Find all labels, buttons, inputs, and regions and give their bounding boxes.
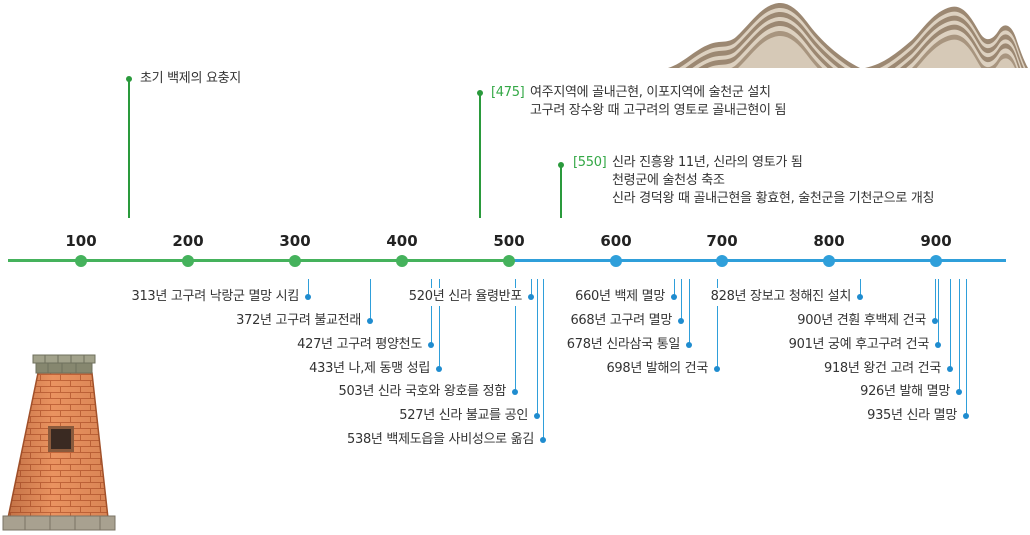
tick-dot — [503, 255, 515, 267]
lower-event-text: 433년 나,제 동맹 성립 — [307, 360, 430, 378]
lower-event-dot — [935, 342, 941, 348]
lower-event-text: 503년 신라 국호와 왕호를 정함 — [336, 383, 506, 401]
lower-event-line — [950, 279, 951, 369]
lower-event-dot — [367, 318, 373, 324]
lower-event-line — [959, 279, 960, 392]
upper-event-line — [560, 165, 562, 218]
tick-label: 100 — [51, 231, 111, 251]
tick-dot — [716, 255, 728, 267]
tick-dot — [289, 255, 301, 267]
lower-event-line — [938, 279, 939, 345]
tick-label: 900 — [906, 231, 966, 251]
lower-event-line — [370, 279, 371, 321]
upper-event-text: 천령군에 술천성 축조 — [612, 172, 725, 190]
brick-tower-illustration — [0, 350, 120, 535]
lower-event-line — [543, 279, 544, 440]
lower-event-text: 935년 신라 멸망 — [865, 407, 957, 425]
lower-event-line — [966, 279, 967, 416]
tick-label: 700 — [692, 231, 752, 251]
lower-event-text: 313년 고구려 낙랑군 멸망 시킴 — [129, 288, 299, 306]
tick-label: 300 — [265, 231, 325, 251]
lower-event-dot — [678, 318, 684, 324]
upper-event-line — [128, 79, 130, 218]
tick-dot — [823, 255, 835, 267]
lower-event-text: 372년 고구려 불교전래 — [234, 312, 361, 330]
lower-event-dot — [686, 342, 692, 348]
lower-event-text: 698년 발해의 건국 — [604, 360, 708, 378]
lower-event-line — [681, 279, 682, 321]
lower-event-line — [689, 279, 690, 345]
lower-event-text: 828년 장보고 청해진 설치 — [709, 288, 851, 306]
tower-cap — [33, 355, 95, 373]
lower-event-dot — [956, 389, 962, 395]
upper-event-year-tag: [550] — [573, 154, 606, 172]
lower-event-text: 901년 궁예 후고구려 건국 — [787, 336, 929, 354]
lower-event-dot — [428, 342, 434, 348]
tick-dot — [182, 255, 194, 267]
upper-event-dot — [477, 90, 483, 96]
lower-event-line — [935, 279, 936, 321]
lower-event-dot — [671, 294, 677, 300]
lower-event-text: 918년 왕건 고려 건국 — [822, 360, 941, 378]
lower-event-dot — [963, 413, 969, 419]
tick-label: 200 — [158, 231, 218, 251]
lower-event-dot — [947, 366, 953, 372]
tick-dot — [75, 255, 87, 267]
upper-event-text: 신라 경덕왕 때 골내근현을 황효현, 술천군을 기천군으로 개칭 — [612, 190, 934, 208]
lower-event-dot — [436, 366, 442, 372]
lower-event-text: 660년 백제 멸망 — [573, 288, 665, 306]
tick-dot — [610, 255, 622, 267]
tick-dot — [930, 255, 942, 267]
tick-dot — [396, 255, 408, 267]
lower-event-text: 926년 발해 멸망 — [858, 383, 950, 401]
lower-event-text: 527년 신라 불교를 공인 — [397, 407, 528, 425]
lower-event-text: 678년 신라삼국 통일 — [565, 336, 680, 354]
lower-event-dot — [540, 437, 546, 443]
lower-event-dot — [305, 294, 311, 300]
lower-event-text: 538년 백제도읍을 사비성으로 옮김 — [345, 431, 534, 449]
mountain-illustration — [660, 0, 1030, 72]
lower-event-dot — [528, 294, 534, 300]
tower-window — [48, 426, 74, 452]
upper-event-text: 여주지역에 골내근현, 이포지역에 술천군 설치 — [530, 84, 771, 102]
upper-event-text: 고구려 장수왕 때 고구려의 영토로 골내근현이 됨 — [530, 102, 786, 120]
tick-label: 400 — [372, 231, 432, 251]
tick-label: 500 — [479, 231, 539, 251]
upper-event-text: 초기 백제의 요충지 — [140, 70, 241, 88]
tower-base — [3, 516, 115, 530]
upper-event-dot — [558, 162, 564, 168]
lower-event-text: 668년 고구려 멸망 — [568, 312, 672, 330]
tick-label: 800 — [799, 231, 859, 251]
lower-event-text: 427년 고구려 평양천도 — [295, 336, 422, 354]
lower-event-dot — [857, 294, 863, 300]
upper-event-text: 신라 진흥왕 11년, 신라의 영토가 됨 — [612, 154, 803, 172]
lower-event-text: 900년 견훤 후백제 건국 — [795, 312, 926, 330]
lower-event-text: 520년 신라 율령반포 — [407, 288, 522, 306]
lower-event-dot — [512, 389, 518, 395]
lower-event-line — [537, 279, 538, 416]
mountain-right — [865, 7, 1028, 72]
upper-event-year-tag: [475] — [491, 84, 524, 102]
upper-event-dot — [126, 76, 132, 82]
mountain-left — [668, 3, 860, 72]
lower-event-dot — [534, 413, 540, 419]
lower-event-dot — [714, 366, 720, 372]
upper-event-line — [479, 93, 481, 218]
tick-label: 600 — [586, 231, 646, 251]
